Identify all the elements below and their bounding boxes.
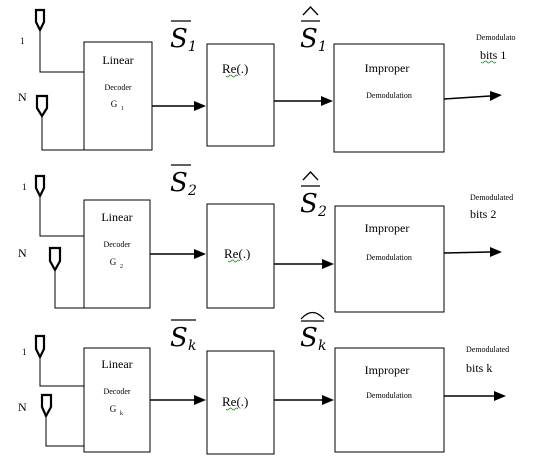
antenna-wire bbox=[39, 196, 84, 237]
antenna-wire bbox=[39, 357, 84, 387]
re-block bbox=[206, 43, 275, 147]
output-label-line2: bits 2 bbox=[470, 207, 496, 221]
decoder-title: Linear bbox=[101, 210, 132, 224]
improper-demodulation-block bbox=[333, 43, 445, 153]
estimate-symbol: S bbox=[300, 323, 318, 353]
improper-demodulation-block bbox=[334, 347, 445, 453]
stage-k: 1 N Linear Decoder G k S k Re(.) S k Imp… bbox=[18, 311, 509, 455]
antenna-icon bbox=[40, 393, 53, 419]
demod-title: Improper bbox=[365, 221, 410, 235]
antenna-icon bbox=[34, 334, 46, 360]
decoder-title: Linear bbox=[102, 53, 133, 67]
estimate-subscript: 2 bbox=[317, 204, 327, 220]
antenna-wire bbox=[41, 116, 84, 151]
decoder-subtitle: Decoder bbox=[104, 83, 131, 92]
antenna-top-label: 1 bbox=[22, 182, 27, 192]
output-label-line1: Demodulated bbox=[466, 345, 509, 354]
estimate-subscript: k bbox=[318, 338, 326, 354]
demod-subtitle: Demodulation bbox=[366, 253, 412, 262]
spellcheck-underline bbox=[225, 407, 239, 411]
decoder-subtitle: Decoder bbox=[103, 387, 130, 396]
antenna-icon bbox=[48, 246, 62, 273]
stage-2: 1 N Linear Decoder G 2 S 2 Re(.) S 2 Imp… bbox=[18, 164, 513, 313]
spellcheck-underline bbox=[480, 60, 497, 64]
demod-title: Improper bbox=[365, 61, 410, 75]
arrow-head bbox=[194, 249, 206, 259]
estimate-symbol: S bbox=[300, 24, 318, 54]
arrow-head bbox=[490, 91, 502, 101]
re-block bbox=[206, 203, 275, 309]
arrow-head bbox=[494, 391, 506, 401]
decoder-gain: G bbox=[111, 99, 118, 109]
improper-demodulation-block bbox=[334, 205, 445, 313]
hat bbox=[302, 171, 319, 181]
hat bbox=[302, 6, 319, 16]
antenna-icon bbox=[34, 8, 46, 33]
arrow bbox=[443, 95, 491, 100]
re-label: Re(.) bbox=[222, 394, 248, 409]
demod-title: Improper bbox=[365, 363, 410, 377]
arrow-head bbox=[321, 96, 333, 106]
arrow-head bbox=[194, 101, 206, 111]
hat bbox=[300, 311, 325, 320]
antenna-bottom-label: N bbox=[18, 246, 27, 260]
spellcheck-underline bbox=[227, 259, 241, 263]
re-label: Re(.) bbox=[224, 246, 250, 261]
arrow-head bbox=[490, 247, 502, 257]
output-label-line1: Demodulato bbox=[476, 33, 516, 42]
antenna-wire bbox=[45, 416, 84, 447]
estimate-symbol: S bbox=[300, 189, 318, 219]
arrow-head bbox=[322, 259, 334, 269]
signal-symbol: S bbox=[170, 323, 188, 353]
signal-subscript: k bbox=[188, 338, 196, 354]
antenna-icon bbox=[35, 94, 49, 119]
decoder-subtitle: Decoder bbox=[103, 240, 130, 249]
stage-1: 1 N Linear Decoder G 1 S 1 Re(.) S 1 Imp… bbox=[18, 6, 516, 153]
decoder-gain-sub: k bbox=[120, 411, 123, 417]
re-label: Re(.) bbox=[222, 61, 248, 76]
signal-symbol: S bbox=[170, 24, 188, 54]
antenna-top-label: 1 bbox=[20, 36, 25, 46]
arrow-head bbox=[194, 395, 206, 405]
decoder-gain-sub: 1 bbox=[121, 106, 124, 112]
estimate-subscript: 1 bbox=[318, 39, 327, 55]
signal-symbol: S bbox=[170, 168, 188, 198]
arrow-head bbox=[322, 395, 334, 405]
antenna-bottom-label: N bbox=[18, 90, 27, 104]
signal-subscript: 2 bbox=[187, 183, 197, 199]
decoder-gain: G bbox=[110, 257, 117, 267]
linear-decoder-block bbox=[83, 41, 153, 151]
antenna-top-label: 1 bbox=[22, 347, 27, 357]
output-label-line2: bits k bbox=[466, 361, 492, 375]
decoder-gain: G bbox=[110, 404, 117, 414]
decoder-title: Linear bbox=[101, 357, 132, 371]
antenna-bottom-label: N bbox=[18, 400, 27, 414]
demod-subtitle: Demodulation bbox=[366, 91, 412, 100]
decoder-gain-sub: 2 bbox=[120, 264, 123, 270]
antenna-wire bbox=[54, 270, 84, 309]
spellcheck-underline bbox=[225, 74, 239, 78]
antenna-icon bbox=[34, 174, 46, 199]
antenna-wire bbox=[39, 30, 84, 73]
output-label-line2: bits 1 bbox=[480, 48, 506, 62]
signal-subscript: 1 bbox=[188, 39, 197, 55]
re-block bbox=[206, 350, 275, 455]
demod-subtitle: Demodulation bbox=[366, 391, 412, 400]
output-label-line1: Demodulated bbox=[470, 193, 513, 202]
arrow bbox=[443, 251, 491, 254]
